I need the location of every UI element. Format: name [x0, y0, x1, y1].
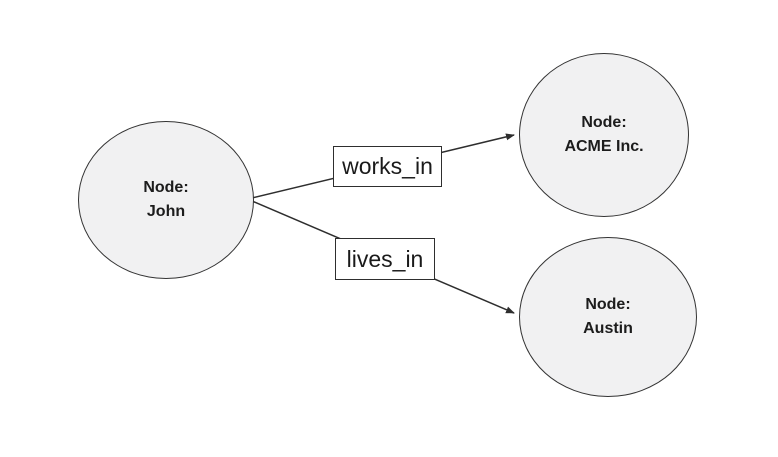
- node-john-name: John: [146, 203, 186, 220]
- node-austin-prefix: Node:: [585, 296, 631, 313]
- node-austin: Node: Austin: [519, 237, 697, 397]
- node-acme-prefix: Node:: [581, 114, 627, 131]
- node-acme: Node: ACME Inc.: [519, 53, 689, 217]
- node-john: Node: John: [78, 121, 254, 279]
- node-john-prefix: Node:: [143, 179, 189, 196]
- edge-label-lives-in: lives_in: [335, 238, 435, 280]
- node-acme-name: ACME Inc.: [564, 138, 644, 155]
- edge-label-works-in-text: works_in: [342, 153, 433, 179]
- edge-label-lives-in-text: lives_in: [346, 245, 424, 272]
- node-austin-name: Austin: [583, 320, 633, 337]
- edge-label-works-in: works_in: [333, 146, 442, 187]
